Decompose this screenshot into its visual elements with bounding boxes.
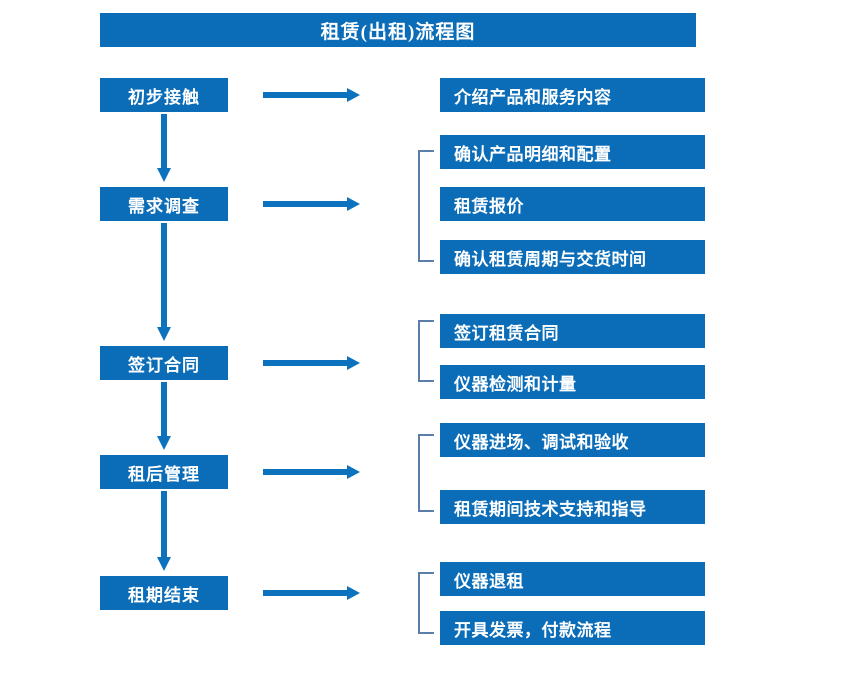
detail-box-g4-1[interactable]: 仪器进场、调试和验收 (440, 423, 705, 457)
stage-box-4[interactable]: 租后管理 (100, 455, 228, 489)
down-arrow-icon-3 (157, 382, 171, 450)
detail-box-g2-1[interactable]: 确认产品明细和配置 (440, 135, 705, 169)
detail-box-g4-2[interactable]: 租赁期间技术支持和指导 (440, 490, 705, 524)
group-brace-2 (418, 150, 434, 262)
detail-box-g1-1[interactable]: 介绍产品和服务内容 (440, 78, 705, 112)
stage-box-3[interactable]: 签订合同 (100, 346, 228, 380)
detail-box-g5-1[interactable]: 仪器退租 (440, 562, 705, 596)
group-brace-5 (418, 572, 434, 634)
right-arrow-icon-4 (263, 465, 360, 479)
detail-box-g3-1[interactable]: 签订租赁合同 (440, 314, 705, 348)
down-arrow-icon-1 (157, 114, 171, 182)
right-arrow-icon-3 (263, 356, 360, 370)
right-arrow-icon-2 (263, 197, 360, 211)
stage-box-5[interactable]: 租期结束 (100, 576, 228, 610)
group-brace-4 (418, 434, 434, 512)
detail-box-g2-3[interactable]: 确认租赁周期与交货时间 (440, 240, 705, 274)
detail-box-g3-2[interactable]: 仪器检测和计量 (440, 365, 705, 399)
page-title: 租赁(出租)流程图 (100, 13, 696, 47)
group-brace-3 (418, 320, 434, 382)
right-arrow-icon-5 (263, 586, 360, 600)
right-arrow-icon-1 (263, 88, 360, 102)
down-arrow-icon-4 (157, 491, 171, 571)
stage-box-2[interactable]: 需求调查 (100, 187, 228, 221)
stage-box-1[interactable]: 初步接触 (100, 78, 228, 112)
down-arrow-icon-2 (157, 223, 171, 341)
detail-box-g2-2[interactable]: 租赁报价 (440, 187, 705, 221)
detail-box-g5-2[interactable]: 开具发票，付款流程 (440, 611, 705, 645)
